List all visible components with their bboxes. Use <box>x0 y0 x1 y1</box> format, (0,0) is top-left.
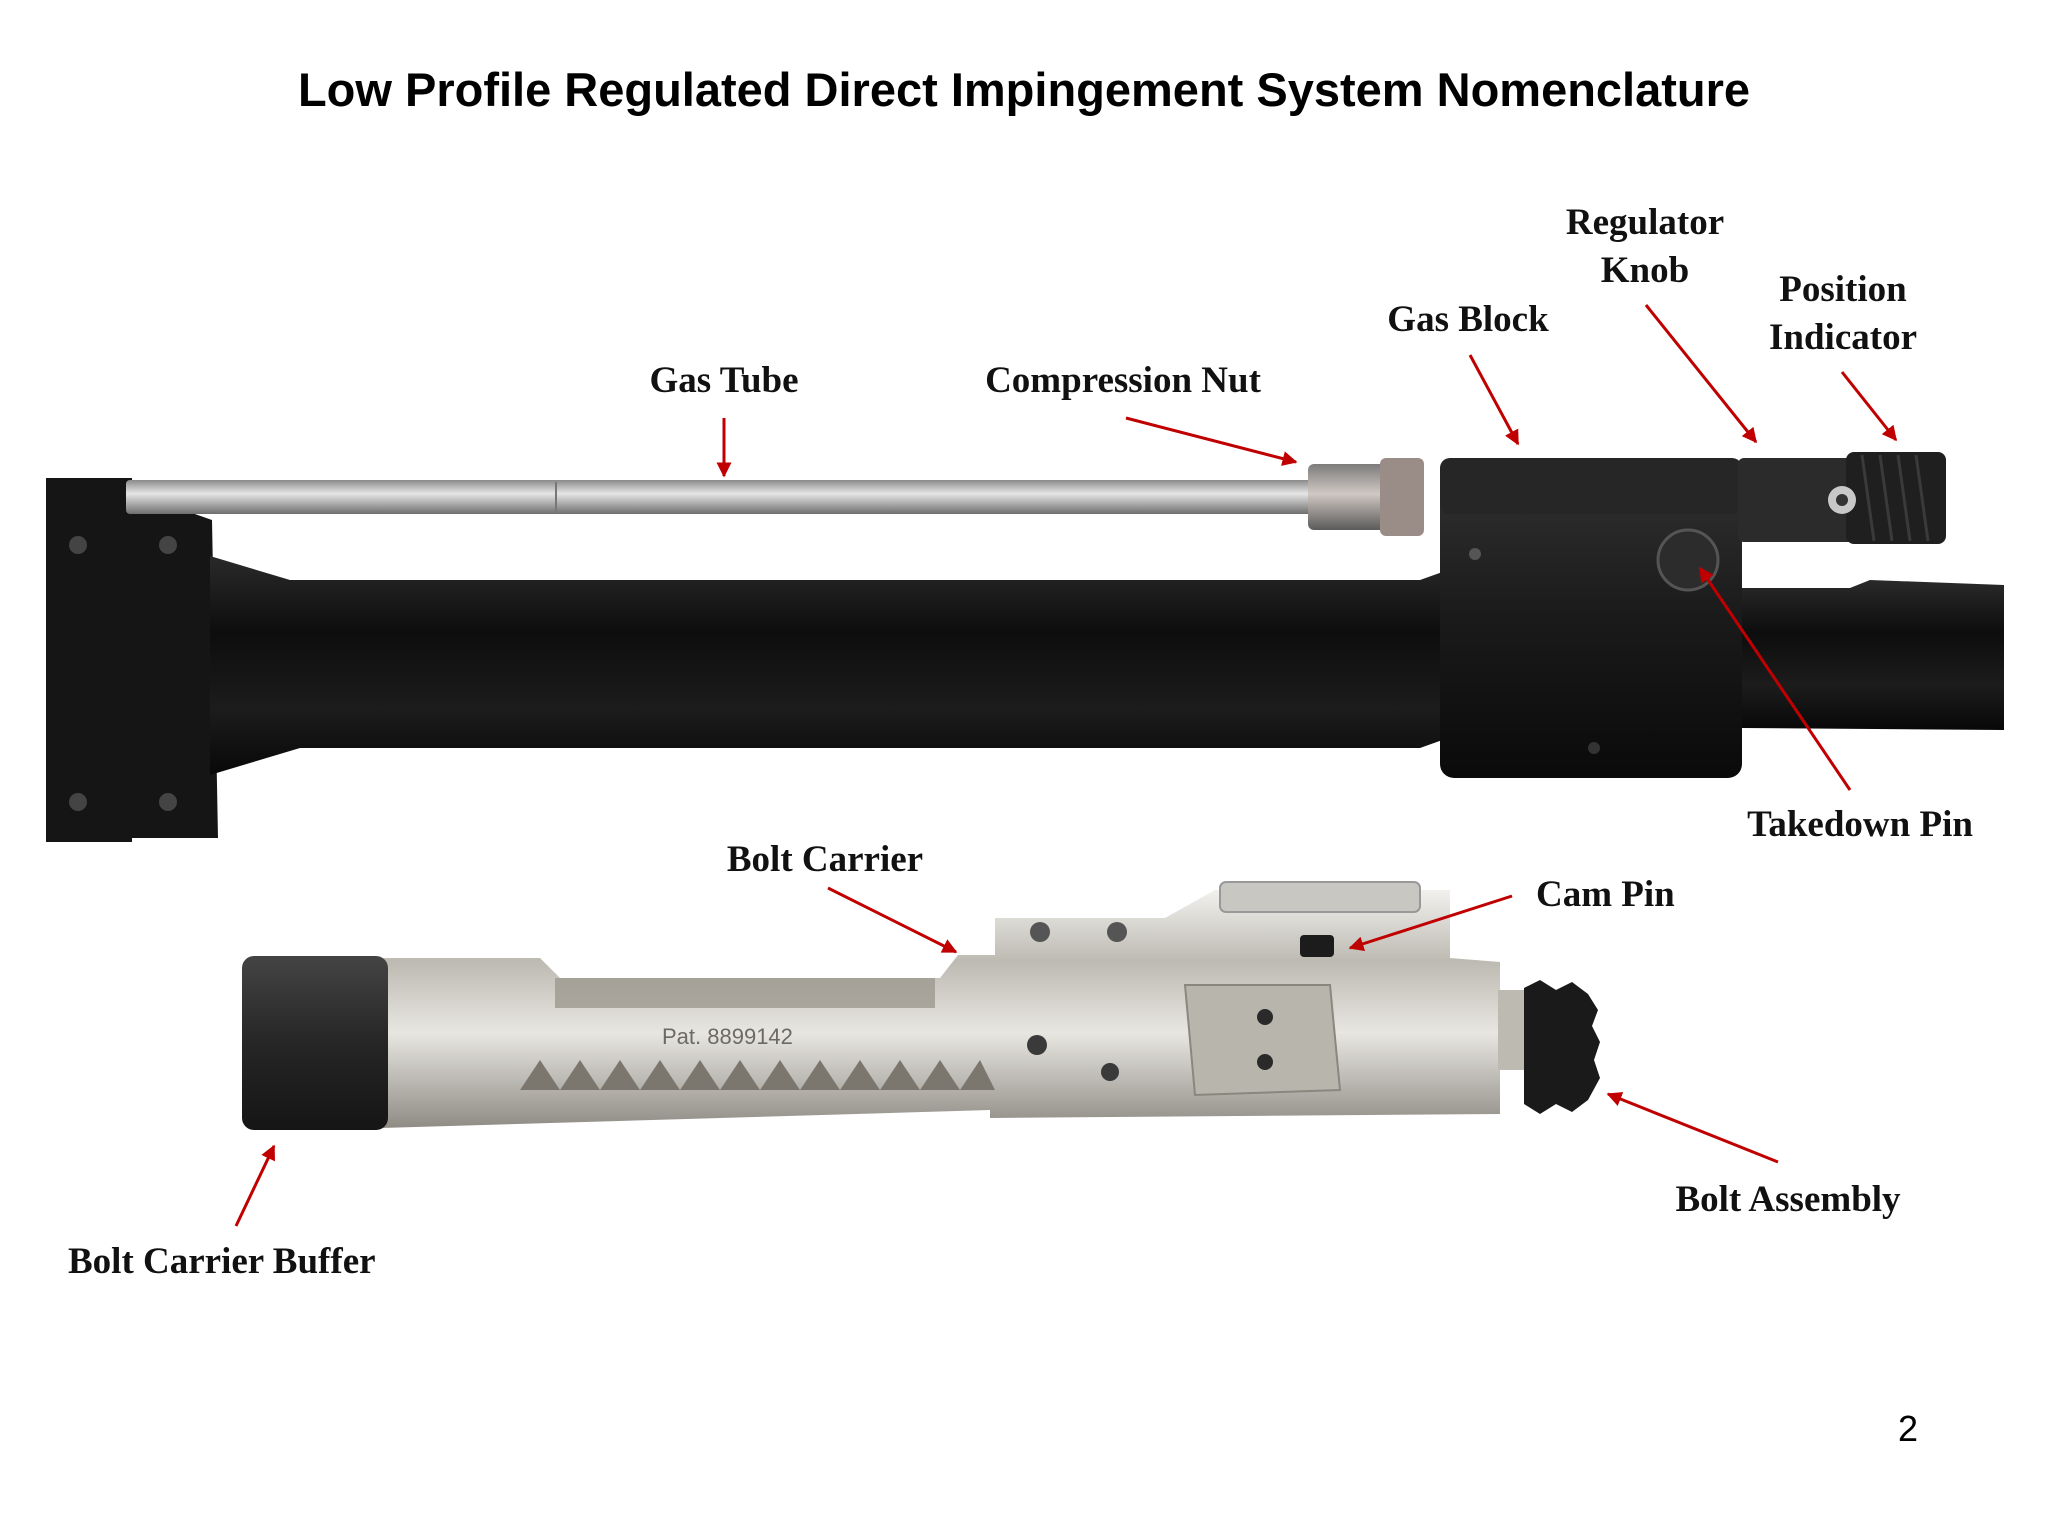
arrow-regulator-knob <box>1644 304 1758 444</box>
arrow-bolt-carrier <box>827 886 958 954</box>
arrow-bolt-assembly <box>1606 1092 1779 1164</box>
page-number: 2 <box>1898 1408 1919 1449</box>
label-gas-tube: Gas Tube <box>649 360 799 401</box>
arrow-gas-block <box>1468 354 1520 446</box>
label-gas-block: Gas Block <box>1387 299 1549 340</box>
regulator-knob <box>1738 458 1858 542</box>
label-regulator-knob: Regulator Knob <box>1540 199 1750 295</box>
arrow-bolt-carrier-buffer <box>234 1144 276 1227</box>
carrier-serrations <box>520 1060 995 1090</box>
arrow-position-indicator <box>1840 371 1898 442</box>
page-title: Low Profile Regulated Direct Impingement… <box>297 63 1751 116</box>
carrier-marking: Pat. 8899142 <box>662 1024 793 1049</box>
handguard-end <box>46 478 218 842</box>
barrel-assembly <box>46 452 2004 842</box>
barrel <box>210 556 1448 775</box>
bolt-carrier-buffer-part <box>242 956 388 1130</box>
label-bolt-carrier: Bolt Carrier <box>726 839 924 880</box>
label-bolt-carrier-buffer: Bolt Carrier Buffer <box>68 1241 376 1282</box>
gas-tube <box>126 480 1316 514</box>
bolt-assembly-part <box>1498 990 1524 1070</box>
bolt-lugs <box>1524 980 1600 1114</box>
cam-pin-part <box>1300 935 1334 957</box>
bolt-carrier-group <box>242 881 1600 1130</box>
leader-arrows <box>234 304 1898 1227</box>
label-cam-pin: Cam Pin <box>1536 874 1675 915</box>
label-regulator-knob-line1: Regulator <box>1565 202 1725 243</box>
label-takedown-pin: Takedown Pin <box>1747 804 1973 845</box>
arrow-takedown-pin <box>1698 566 1852 791</box>
arrow-cam-pin <box>1348 894 1513 952</box>
label-position-indicator-line2: Indicator <box>1769 317 1917 358</box>
label-compression-nut: Compression Nut <box>985 360 1261 401</box>
label-position-indicator-line1: Position <box>1779 269 1907 310</box>
arrow-compression-nut <box>1125 416 1298 466</box>
label-position-indicator: Position Indicator <box>1738 266 1948 362</box>
label-regulator-knob-line2: Knob <box>1600 250 1690 291</box>
position-indicator-part <box>1846 452 1946 544</box>
label-bolt-assembly: Bolt Assembly <box>1675 1179 1901 1220</box>
